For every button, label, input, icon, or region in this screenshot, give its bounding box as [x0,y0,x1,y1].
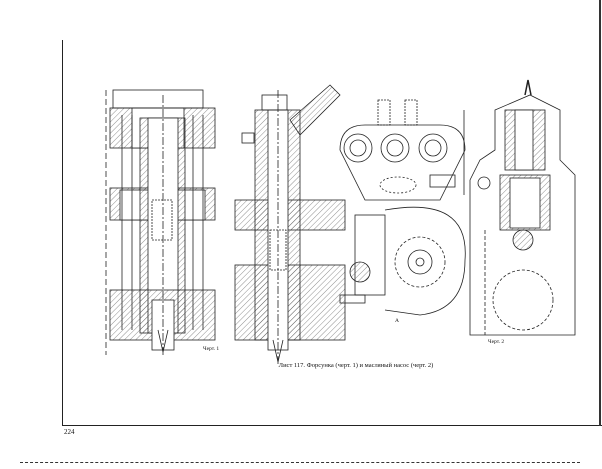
pump-side-view-drawing [339,206,466,316]
figure-1-label: Черт. 1 [203,346,220,352]
pump-section-drawing [463,79,576,336]
injector-section-drawing [105,89,216,355]
page-frame-left [62,40,63,426]
figure-2-label: Черт. 2 [488,339,505,345]
page-frame-right [599,0,601,426]
view-a-label: А [395,318,399,324]
pump-top-view-drawing [339,99,466,201]
page-number: 224 [64,428,75,436]
injector-longitudinal-drawing [234,84,346,365]
bottom-rule [20,462,580,464]
figure-caption: Лист 117. Форсунка (черт. 1) и масляный … [278,362,434,369]
page-frame-bottom [62,425,602,426]
